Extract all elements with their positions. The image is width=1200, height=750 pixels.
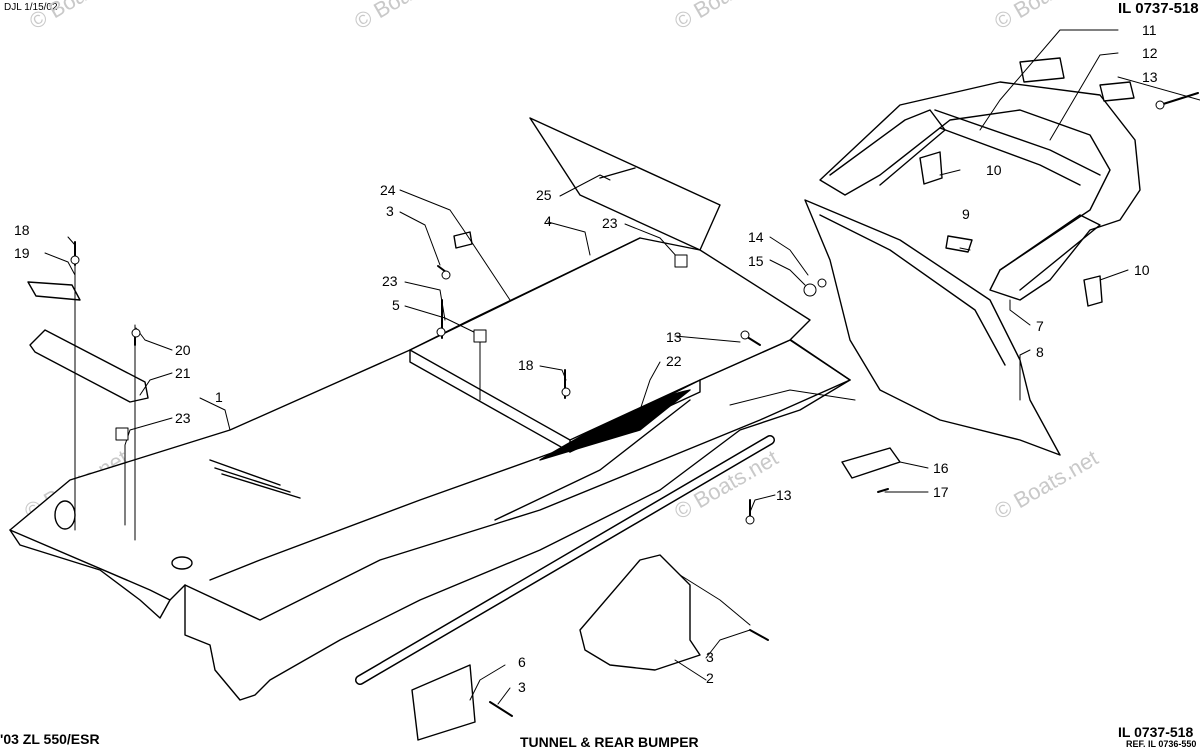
watermark: © Boats.net	[990, 0, 1102, 34]
label-plate	[841, 447, 901, 479]
callout: 15	[748, 253, 764, 269]
callout: 24	[380, 182, 396, 198]
fasteners	[70, 92, 1199, 717]
callout: 19	[14, 245, 30, 261]
callout: 22	[666, 353, 682, 369]
callout: 5	[392, 297, 400, 313]
rear-deflector	[804, 199, 1061, 456]
callout: 17	[933, 484, 949, 500]
rear-flap-panel	[409, 237, 811, 453]
watermark: © Boats.net	[670, 0, 782, 34]
callout: 20	[175, 342, 191, 358]
illustration-id-top: IL 0737-518	[1118, 0, 1199, 17]
callout: 23	[175, 410, 191, 426]
date-code: DJL 1/15/02	[4, 2, 58, 13]
angle-bracket	[29, 329, 149, 403]
leader-lines	[44, 29, 1200, 705]
callout: 16	[933, 460, 949, 476]
decal-24	[453, 231, 473, 249]
callout-labels: 1 2 3 3 3 4 5 6 7 8 9 10 10 11 12 13 13 …	[14, 22, 1158, 695]
clip-nut	[919, 151, 943, 185]
strap	[27, 281, 81, 301]
callout: 12	[1142, 45, 1158, 61]
callout: 23	[602, 215, 618, 231]
callout: 3	[518, 679, 526, 695]
callout: 8	[1036, 344, 1044, 360]
callout: 14	[748, 229, 764, 245]
callout: 2	[706, 670, 714, 686]
decal-large	[1019, 57, 1065, 83]
callout: 4	[544, 213, 552, 229]
backing-plate	[411, 664, 476, 741]
model-name: '03 ZL 550/ESR	[0, 731, 100, 747]
callout: 6	[518, 654, 526, 670]
clip-nut	[1083, 275, 1103, 307]
callout: 13	[776, 487, 792, 503]
decal-small	[1099, 81, 1135, 102]
callout: 3	[386, 203, 394, 219]
callout: 25	[536, 187, 552, 203]
callout: 10	[1134, 262, 1150, 278]
diagram-title: TUNNEL & REAR BUMPER	[520, 734, 699, 750]
watermark: © Boats.net	[990, 445, 1102, 524]
callout: 13	[1142, 69, 1158, 85]
rear-bumper	[819, 81, 1141, 301]
callout: 7	[1036, 318, 1044, 334]
snow-flap	[529, 117, 721, 251]
callout: 21	[175, 365, 191, 381]
clip-nut	[945, 235, 973, 253]
callout: 18	[14, 222, 30, 238]
callout: 3	[706, 649, 714, 665]
callout: 9	[962, 206, 970, 222]
callout: 13	[666, 329, 682, 345]
callout: 18	[518, 357, 534, 373]
watermark: © Boats.net	[25, 0, 137, 34]
callout: 23	[382, 273, 398, 289]
callout: 11	[1142, 22, 1157, 38]
reference-id: REF. IL 0736-550	[1126, 739, 1197, 749]
illustration-id-bottom: IL 0737-518	[1118, 724, 1194, 740]
callout: 1	[215, 389, 223, 405]
flap-slot	[599, 167, 636, 179]
watermark: © Boats.net	[350, 0, 462, 34]
tunnel-bracket	[579, 554, 701, 671]
callout: 10	[986, 162, 1002, 178]
